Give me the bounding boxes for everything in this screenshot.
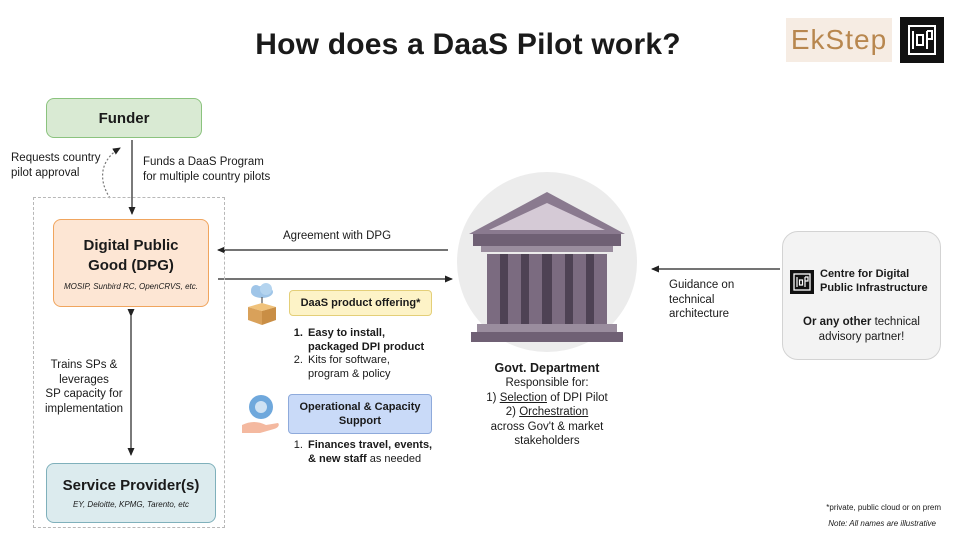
daas-item-1: Easy to install,packaged DPI product: [306, 327, 448, 354]
trains-line-3: SP capacity for: [45, 388, 123, 400]
trains-line-4: implementation: [45, 402, 123, 415]
ops-support-list: Finances travel, events,& new staff as n…: [288, 439, 448, 466]
ops-item-1-bold: & new staff: [308, 452, 367, 465]
dpg-box: Digital Public Good (DPG) MOSIP, Sunbird…: [53, 219, 209, 307]
trains-label: Trains SPs & leverages SP capacity for i…: [32, 358, 136, 416]
govt-r2-prefix: 2): [505, 406, 520, 418]
arrow-request-approval: [102, 147, 121, 199]
ekstep-logo: EkStep: [786, 18, 892, 62]
cdpi-name-line-2: Public Infrastructure: [820, 282, 928, 294]
daas-item-1-line-2: packaged DPI product: [308, 340, 425, 353]
govt-r2-orchestration: Orchestration: [519, 406, 589, 418]
trains-line-1: Trains SPs &: [50, 359, 118, 371]
ops-label-line-2: Support: [338, 415, 382, 427]
service-provider-box: Service Provider(s) EY, Deloitte, KPMG, …: [46, 463, 216, 523]
cdpi-other-line-1: Or any other technical: [782, 315, 941, 330]
sp-examples: EY, Deloitte, KPMG, Tarento, etc: [73, 500, 189, 509]
footnote-illustrative: Note: All names are illustrative: [828, 519, 936, 528]
govt-resp: Responsible for:: [505, 377, 589, 389]
govt-r2-line-3: stakeholders: [514, 435, 580, 447]
govt-r1-prefix: 1): [486, 391, 500, 404]
govt-r2: 2) Orchestration: [462, 405, 632, 420]
cdpi-logo-icon: [908, 25, 936, 55]
govt-r1-rest: of DPI Pilot: [547, 391, 608, 404]
cdpi-name: Centre for Digital Public Infrastructure: [820, 267, 928, 295]
cdpi-name-line-1: Centre for Digital: [820, 268, 910, 280]
govt-r1: 1) Selection of DPI Pilot: [462, 391, 632, 406]
daas-item-2-line-2: program & policy: [308, 367, 391, 380]
daas-item-1-line-1: Easy to install,: [308, 327, 386, 339]
ops-item-1: Finances travel, events,& new staff as n…: [306, 439, 448, 466]
page-title: How does a DaaS Pilot work?: [255, 28, 681, 61]
dpg-sp-group: [33, 197, 225, 528]
guidance-line-2: technical: [669, 293, 715, 306]
funder-box: Funder: [46, 98, 202, 138]
daas-offering-label: DaaS product offering*: [289, 290, 432, 316]
cloud-box-icon: [248, 283, 276, 325]
dpg-examples: MOSIP, Sunbird RC, OpenCRVS, etc.: [64, 281, 198, 291]
govt-r1-selection: Selection: [499, 391, 547, 404]
cdpi-other-rest: technical: [871, 316, 920, 328]
footnote-hosting: *private, public cloud or on prem: [826, 503, 941, 512]
trains-line-2: leverages: [59, 373, 109, 386]
funds-line-2: for multiple country pilots: [143, 170, 271, 183]
requests-line-1: Requests country: [11, 152, 101, 164]
dpg-title-2: Good (DPG): [88, 256, 174, 274]
ops-item-1-rest: as needed: [366, 452, 422, 465]
daas-offering-list: Easy to install,packaged DPI product Kit…: [288, 327, 448, 381]
daas-item-2-line-1: Kits for software,: [308, 354, 390, 366]
ops-support-label: Operational & Capacity Support: [288, 394, 432, 434]
guidance-line-3: architecture: [669, 308, 730, 320]
ekstep-logo-text: EkStep: [790, 24, 888, 55]
govt-text: Govt. Department Responsible for: 1) Sel…: [462, 360, 632, 449]
funder-label: Funder: [98, 109, 150, 127]
requests-label: Requests country pilot approval: [11, 151, 101, 180]
ops-label-line-1: Operational & Capacity: [299, 401, 421, 413]
agreement-label: Agreement with DPG: [283, 230, 392, 242]
daas-item-2: Kits for software,program & policy: [306, 354, 448, 381]
govt-r2-line-2: across Gov't & market: [490, 420, 604, 433]
guidance-line-1: Guidance on: [669, 279, 735, 291]
cdpi-other-line-2: advisory partner!: [818, 330, 905, 343]
cdpi-box: [782, 231, 941, 360]
cdpi-small-logo-icon: [790, 270, 814, 294]
requests-line-2: pilot approval: [11, 166, 80, 179]
cdpi-logo: [900, 17, 944, 63]
govt-building-icon: [457, 172, 637, 352]
dpg-title-1: Digital Public: [83, 236, 179, 254]
funds-line-1: Funds a DaaS Program: [143, 156, 264, 168]
hand-gear-icon: [242, 395, 279, 433]
ops-item-1-line-1: Finances travel, events,: [308, 439, 433, 451]
govt-title: Govt. Department: [494, 361, 600, 375]
cdpi-other: Or any other technical advisory partner!: [782, 315, 941, 344]
sp-title: Service Provider(s): [62, 477, 200, 494]
cdpi-other-bold: Or any other: [803, 316, 872, 328]
funds-label: Funds a DaaS Program for multiple countr…: [143, 155, 270, 184]
guidance-label: Guidance on technical architecture: [669, 278, 734, 322]
